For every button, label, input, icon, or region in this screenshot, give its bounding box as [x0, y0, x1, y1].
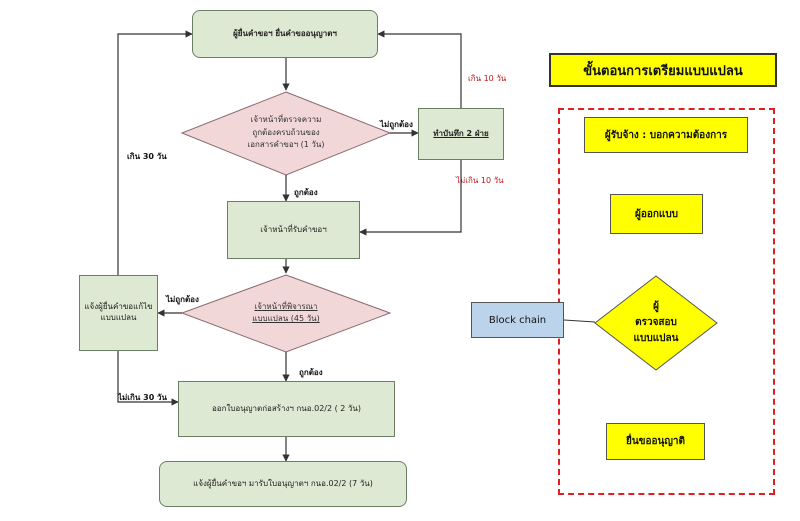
inspector-line3: แบบแปลน [633, 333, 679, 344]
issue-permit-box: ออกใบอนุญาตก่อสร้างฯ กนอ.02/2 ( 2 วัน) [178, 381, 395, 437]
arrow-notify-fix-to-issue [117, 351, 179, 406]
check-docs-line1: เจ้าหน้าที่ตรวจความ [250, 115, 322, 125]
check-docs-text: เจ้าหน้าที่ตรวจความ ถูกต้องครบถ้วนของ เอ… [212, 105, 360, 161]
receiver-box: เจ้าหน้าที่รับคำขอฯ [227, 201, 360, 259]
link-blockchain-inspector [563, 319, 596, 323]
inspector-diamond [594, 275, 718, 371]
inspector-text: ผู้ ตรวจสอบ แบบแปลน [611, 286, 701, 360]
start-box: ผู้ยื่นคำขอฯ ยื่นคำขออนุญาตฯ [192, 10, 378, 58]
label-correct-1: ถูกต้อง [294, 188, 318, 197]
label-not-correct-2: ไม่ถูกต้อง [166, 295, 199, 304]
notify-receive-box: แจ้งผู้ยื่นคำขอฯ มารับใบอนุญาตฯ กนอ.02/2… [159, 461, 407, 507]
review-plan-line1: เจ้าหน้าที่พิจารณา [254, 301, 318, 311]
label-correct-2: ถูกต้อง [299, 368, 323, 377]
check-docs-line2: ถูกต้องครบถ้วนของ [252, 127, 320, 137]
notify-fix-box: แจ้งผู้ยื่นคำขอแก้ไข แบบแปลน [79, 275, 158, 351]
blockchain-box: Block chain [471, 302, 564, 338]
review-plan-text: เจ้าหน้าที่พิจารณา แบบแปลน (45 วัน) [220, 292, 352, 334]
label-within-10: ไม่เกิน 10 วัน [456, 176, 504, 185]
arrow-notify-fix-to-start [117, 30, 193, 275]
label-within-30: ไม่เกิน 30 วัน [118, 393, 168, 402]
agreement-label: ทำบันทึก 2 ฝ่าย [433, 128, 489, 138]
process-dashed-frame [558, 108, 775, 495]
inspector-line1: ผู้ [653, 301, 659, 312]
submit-box: ยื่นขออนุญาติ [606, 423, 705, 460]
arrow-agreement-to-start [377, 30, 462, 108]
arrow-agreement-to-receiver [359, 160, 462, 236]
process-title: ขั้นตอนการเตรียมแบบแปลน [549, 53, 777, 87]
inspector-line2: ตรวจสอบ [635, 317, 677, 328]
check-docs-line3: เอกสารคำขอฯ (1 วัน) [247, 140, 325, 150]
label-over-10: เกิน 10 วัน [468, 74, 507, 83]
designer-box: ผู้ออกแบบ [610, 194, 703, 234]
employer-box: ผู้รับจ้าง : บอกความต้องการ [584, 117, 748, 153]
label-over-30: เกิน 30 วัน [127, 152, 167, 161]
agreement-box: ทำบันทึก 2 ฝ่าย [418, 108, 504, 160]
notify-fix-line2: แบบแปลน [100, 313, 137, 322]
notify-fix-line1: แจ้งผู้ยื่นคำขอแก้ไข [84, 302, 153, 312]
review-plan-line2: แบบแปลน (45 วัน) [252, 314, 320, 323]
label-not-correct-1: ไม่ถูกต้อง [380, 120, 413, 129]
